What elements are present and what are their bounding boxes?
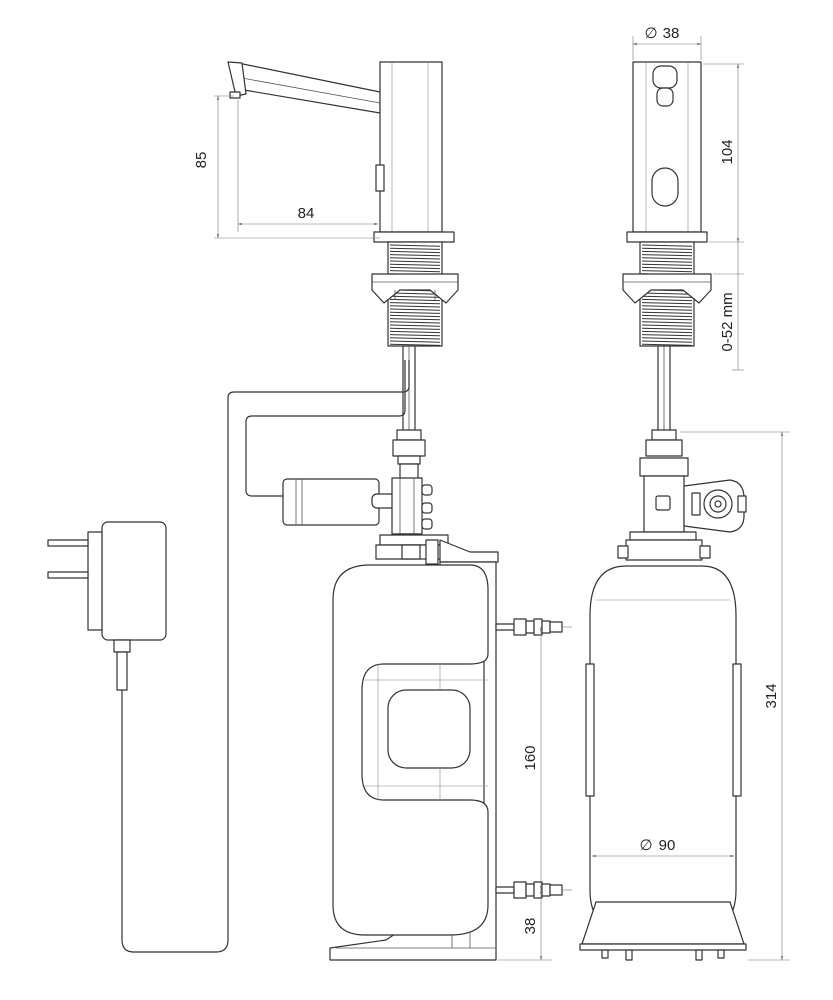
front-valve xyxy=(643,475,747,533)
front-soap-bottle-icon xyxy=(585,565,742,931)
dimension-lines xyxy=(214,36,790,961)
dim-bottle-diameter-symbol: ∅ xyxy=(639,837,652,854)
dim-head-height: 104 xyxy=(719,139,736,164)
dim-bottle-diameter-value: 90 xyxy=(659,837,676,854)
side-inlet-top xyxy=(495,618,563,636)
dim-overall-height: 314 xyxy=(763,683,780,708)
dim-bottle-diameter: ∅ 90 xyxy=(639,837,675,854)
side-view xyxy=(121,61,563,961)
sensor-cable xyxy=(121,360,410,953)
side-pump-cap xyxy=(375,534,499,565)
side-spout xyxy=(227,61,381,114)
sensor-window-icon xyxy=(375,164,385,192)
front-fitting xyxy=(639,429,689,477)
dim-inlet-spacing: 160 xyxy=(522,745,539,770)
dim-deck-thickness: 0-52 mm xyxy=(719,292,736,351)
front-mount-nut xyxy=(622,273,712,304)
side-head xyxy=(373,61,455,243)
front-head xyxy=(626,61,708,243)
front-view xyxy=(579,61,747,961)
dim-spout-height: 85 xyxy=(193,152,210,169)
side-fitting xyxy=(392,429,426,481)
dim-head-diameter: ∅ 38 xyxy=(644,25,679,42)
front-pump-cap xyxy=(617,531,711,561)
side-inlet-bottom xyxy=(495,881,563,899)
solenoid-valve-icon xyxy=(282,477,433,545)
dim-head-diameter-value: 38 xyxy=(663,25,680,42)
front-hose xyxy=(657,345,671,433)
front-base-bracket xyxy=(579,901,747,961)
front-shank xyxy=(639,241,695,347)
power-adapter-plug-icon xyxy=(47,521,167,691)
dim-bottom-inlet-height: 38 xyxy=(522,918,539,935)
dim-head-diameter-symbol: ∅ xyxy=(644,25,657,42)
side-shank xyxy=(387,241,443,347)
front-sensor-window-icon xyxy=(651,167,679,207)
side-soap-bottle-icon xyxy=(332,564,489,936)
side-mount-nut xyxy=(371,273,459,304)
dim-spout-reach: 84 xyxy=(298,205,315,222)
